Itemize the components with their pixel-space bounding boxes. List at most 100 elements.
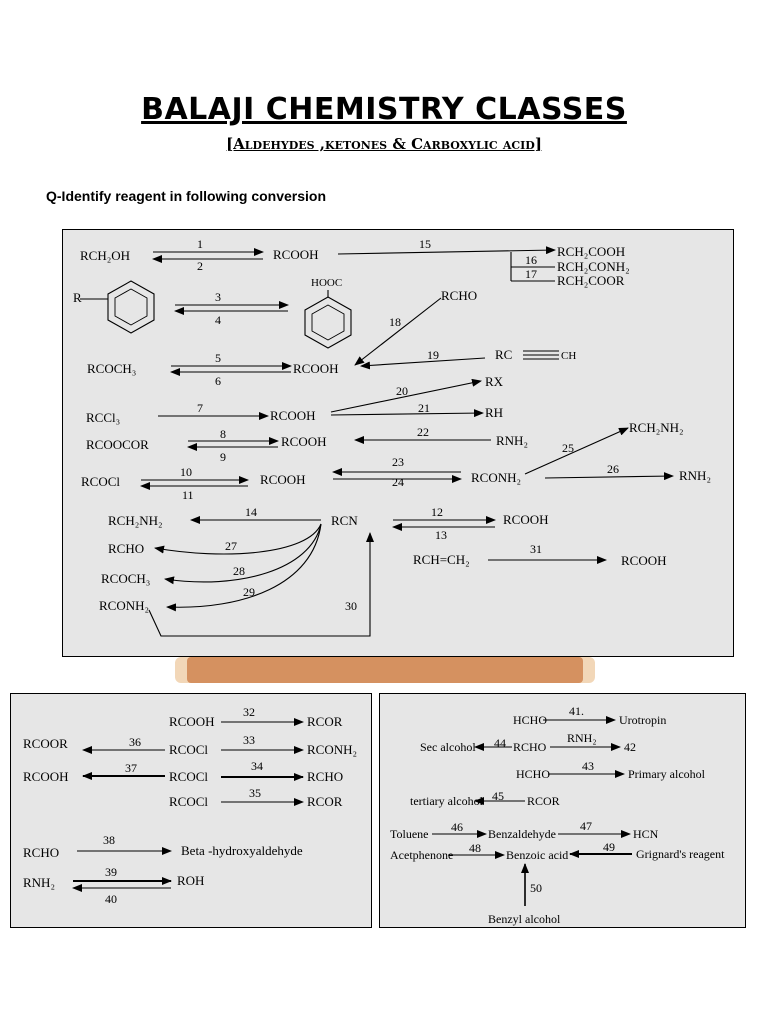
num-6: 6 — [215, 374, 221, 388]
hcn: HCN — [633, 827, 659, 841]
rcooh-1: RCOOH — [273, 247, 319, 262]
question-text: Q-Identify reagent in following conversi… — [46, 188, 327, 204]
rh: RH — [485, 405, 503, 420]
rcooh-10: RCOOH — [260, 472, 306, 487]
rcho-top: RCHO — [441, 288, 477, 303]
num-38: 38 — [103, 833, 115, 847]
rc-alkyne: RC — [495, 347, 512, 362]
num-7: 7 — [197, 401, 203, 415]
rcooh-5: RCOOH — [293, 361, 339, 376]
num-45: 45 — [492, 789, 504, 803]
num-37: 37 — [125, 761, 137, 775]
rcho-44: RCHO — [513, 740, 547, 754]
rch2conh2: RCH₂CONH₂ — [557, 259, 630, 274]
ch-alkyne: CH — [561, 350, 576, 362]
num-41: 41. — [569, 704, 584, 718]
num-46: 46 — [451, 820, 463, 834]
num-9: 9 — [220, 450, 226, 464]
rcho-38: RCHO — [23, 845, 59, 860]
num-32: 32 — [243, 705, 255, 719]
rcocl-35: RCOCl — [169, 794, 208, 809]
num-3: 3 — [215, 290, 221, 304]
rcho-34: RCHO — [307, 769, 343, 784]
roh: ROH — [177, 873, 204, 888]
num-20: 20 — [396, 384, 408, 398]
num-22: 22 — [417, 425, 429, 439]
num-17: 17 — [525, 267, 537, 281]
num-50: 50 — [530, 881, 542, 895]
rcoor: RCOOR — [23, 736, 68, 751]
rx: RX — [485, 374, 504, 389]
rcooh-31: RCOOH — [621, 553, 667, 568]
rnh2-reagent: RNH₂ — [567, 731, 597, 745]
num-48: 48 — [469, 841, 481, 855]
rnh2-39: RNH₂ — [23, 875, 55, 890]
num-35: 35 — [249, 786, 261, 800]
sec-alcohol: Sec alcohol — [420, 740, 476, 754]
num-44: 44 — [494, 736, 506, 750]
num-36: 36 — [129, 735, 141, 749]
num-4: 4 — [215, 313, 221, 327]
num-2: 2 — [197, 259, 203, 273]
num-25: 25 — [562, 441, 574, 455]
rcocl-34: RCOCl — [169, 769, 208, 784]
rch2oh: RCH₂OH — [80, 248, 130, 263]
num-1: 1 — [197, 237, 203, 251]
hcho-43: HCHO — [516, 767, 550, 781]
num-18: 18 — [389, 315, 401, 329]
rcoch3-28: RCOCH₃ — [101, 571, 150, 586]
num-49: 49 — [603, 840, 615, 854]
rconh2-33: RCONH₂ — [307, 742, 357, 757]
num-21: 21 — [418, 401, 430, 415]
rcooh-7: RCOOH — [270, 408, 316, 423]
rch2cooh: RCH₂COOH — [557, 244, 625, 259]
num-11: 11 — [182, 488, 194, 502]
num-14: 14 — [245, 505, 257, 519]
num-26: 26 — [607, 462, 619, 476]
page-title: BALAJI CHEMISTRY CLASSES — [141, 92, 627, 127]
num-28: 28 — [233, 564, 245, 578]
urotropin: Urotropin — [619, 713, 666, 727]
rcocl: RCOCl — [81, 474, 120, 489]
num-42: 42 — [624, 740, 636, 754]
num-33: 33 — [243, 733, 255, 747]
num-8: 8 — [220, 427, 226, 441]
acetphenone: Acetphenone — [390, 848, 453, 862]
hooc: HOOC — [311, 277, 342, 289]
page-subtitle: [Aldehydes ,ketones & Carboxylic acid] — [226, 135, 542, 153]
right-reaction-panel: HCHO Urotropin Sec alcohol RCHO RNH₂ 42 … — [379, 693, 746, 928]
num-47: 47 — [580, 819, 592, 833]
tertiary-alcohol: tertiary alcohol — [410, 794, 484, 808]
benzyl-alcohol: Benzyl alcohol — [488, 912, 561, 926]
num-30: 30 — [345, 599, 357, 613]
num-19: 19 — [427, 348, 439, 362]
rch2nh2-25: RCH₂NH₂ — [629, 420, 684, 435]
rch2coor: RCH₂COOR — [557, 273, 625, 288]
num-34: 34 — [251, 759, 263, 773]
hcho-41: HCHO — [513, 713, 547, 727]
rconh2: RCONH₂ — [471, 470, 521, 485]
rcor-45: RCOR — [527, 794, 560, 808]
rcho-27: RCHO — [108, 541, 144, 556]
rcooh-37: RCOOH — [23, 769, 69, 784]
rcooh-8: RCOOH — [281, 434, 327, 449]
num-31: 31 — [530, 542, 542, 556]
rnh2-22: RNH₂ — [496, 433, 528, 448]
num-16: 16 — [525, 253, 537, 267]
num-13: 13 — [435, 528, 447, 542]
r-group: R — [73, 290, 82, 305]
rcor-35: RCOR — [307, 794, 343, 809]
watermark-stamp — [175, 657, 595, 683]
rcoocor: RCOOCOR — [86, 437, 149, 452]
num-43: 43 — [582, 759, 594, 773]
rcocl-33: RCOCl — [169, 742, 208, 757]
num-23: 23 — [392, 455, 404, 469]
rconh2-29: RCONH₂ — [99, 598, 149, 613]
num-15: 15 — [419, 237, 431, 251]
num-24: 24 — [392, 475, 404, 489]
num-27: 27 — [225, 539, 237, 553]
benzaldehyde: Benzaldehyde — [488, 827, 556, 841]
num-29: 29 — [243, 585, 255, 599]
rnh2-26: RNH₂ — [679, 468, 711, 483]
rcor-32: RCOR — [307, 714, 343, 729]
